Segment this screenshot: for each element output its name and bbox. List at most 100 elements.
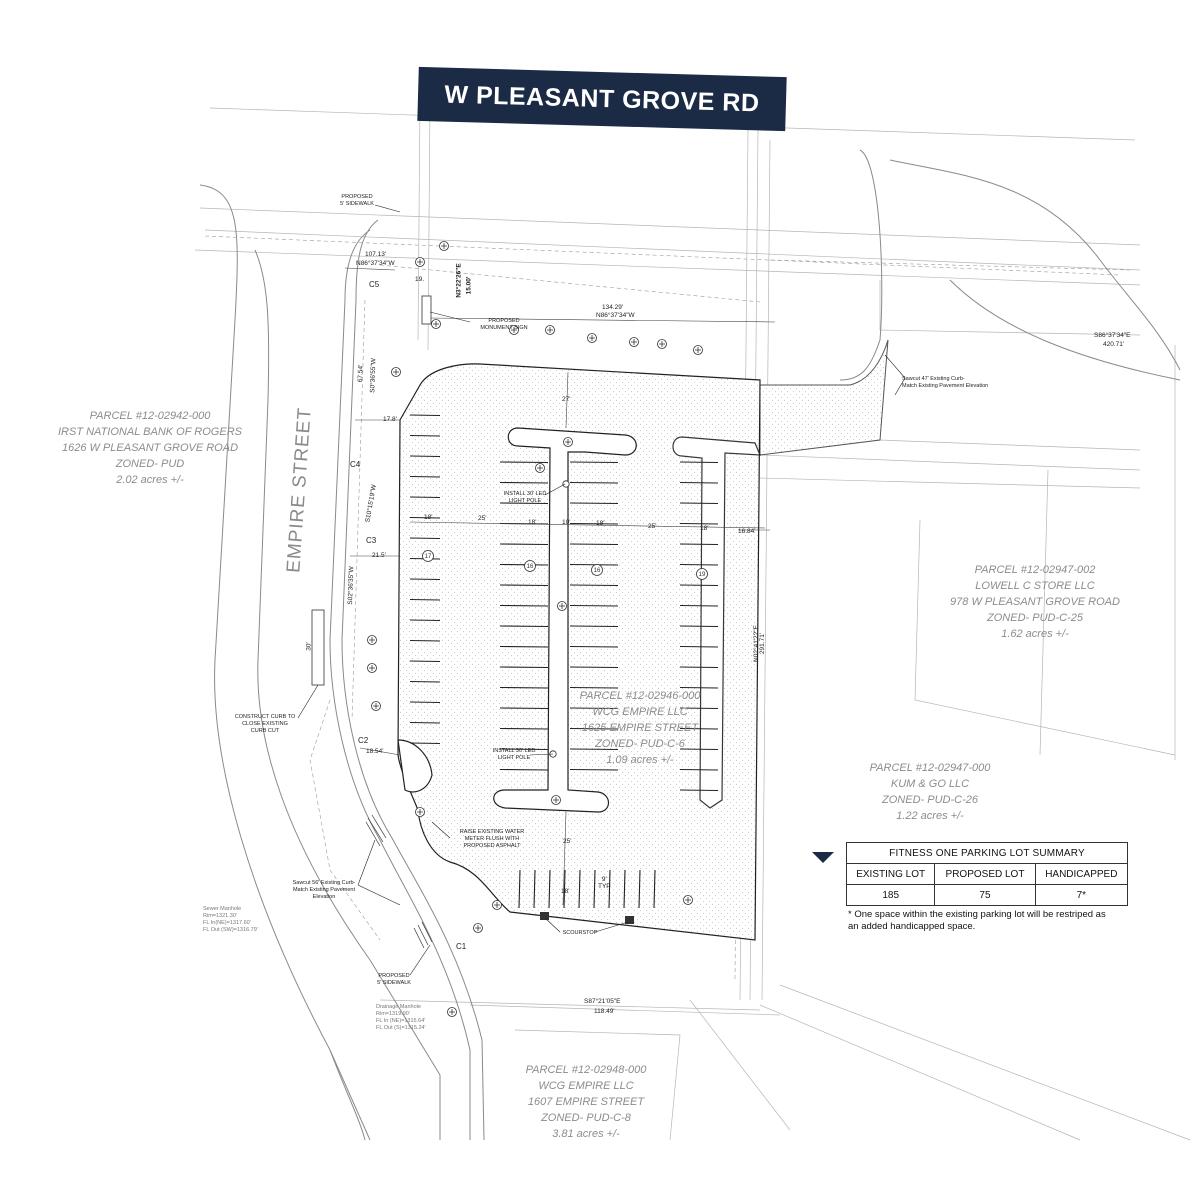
dim-17-8: 17.8' (383, 416, 397, 423)
stall-stripe (638, 869, 641, 909)
tree-icon-cross (369, 665, 375, 671)
summary-header: HANDICAPPED (1034, 863, 1129, 885)
dim-19: 19. (415, 276, 425, 283)
bearing-right: S86°37'34"E (1094, 332, 1131, 339)
summary-title: FITNESS ONE PARKING LOT SUMMARY (846, 842, 1128, 864)
parcel-line: ZONED- PUD-C-25 (987, 612, 1083, 624)
stall-stripe (409, 537, 441, 540)
parcel-line: 1.09 acres +/- (606, 754, 674, 766)
tree-icon-cross (537, 465, 543, 471)
parcel-line: WCG EMPIRE LLC (538, 1080, 634, 1092)
stall-stripe (679, 768, 719, 771)
stall-stripe (409, 578, 441, 581)
row-dim: 18' (528, 519, 537, 526)
note-led-pole-1: INSTALL 30' LED LIGHT POLE (503, 491, 547, 504)
parcel-line: PARCEL #12-02942-000 (89, 410, 211, 422)
stall-stripe (499, 768, 549, 771)
tree-icon-cross (631, 339, 637, 345)
parking-islands (397, 427, 761, 813)
parcel-line: ZONED- PUD-C-6 (595, 738, 685, 750)
stall-number: 17 (425, 554, 432, 560)
stall-number: 19 (699, 572, 706, 578)
parcel-line: 3.81 acres +/- (552, 1128, 620, 1140)
stall-stripe (679, 481, 719, 484)
tree-icon-cross (565, 439, 571, 445)
empire-street-curbs (199, 119, 1181, 1141)
bearing-s02: S02°36'35"W (346, 566, 356, 605)
note-drainage-manhole: Drainage Manhole Rim=1319.90' FL In (NE)… (376, 1004, 426, 1031)
note-proposed-sidewalk-top: PROPOSED 5' SIDEWALK (340, 194, 374, 207)
stall-stripe (679, 789, 719, 792)
stall-stripe (409, 475, 441, 478)
curve-c2: C2 (358, 736, 369, 745)
stall-stripe (563, 869, 566, 909)
parcel-line: PARCEL #12-02946-000 (579, 690, 701, 702)
stall-stripe (409, 434, 441, 437)
stall-stripe (569, 481, 619, 484)
dim-21-5: 21.5' (372, 552, 386, 559)
tree-icon-cross (553, 797, 559, 803)
note-monument-sign: PROPOSED MONUMENT SIGN (480, 318, 528, 331)
dim-9-typ: 9' TYP (598, 876, 611, 890)
stall-stripe (499, 563, 549, 566)
stall-stripe (569, 727, 619, 730)
stall-stripe (569, 543, 619, 546)
curve-c5: C5 (369, 280, 380, 289)
stall-stripe (533, 869, 536, 909)
stall-stripe (679, 666, 719, 669)
stall-stripe (569, 666, 619, 669)
construct-curb-box (311, 609, 325, 686)
dim-30: 30' (305, 642, 313, 651)
leader-lines (297, 204, 906, 976)
parcel-line: PARCEL #12-02948-000 (525, 1064, 647, 1076)
road-title-banner: W PLEASANT GROVE RD (417, 66, 787, 132)
parcel-line: 1.62 acres +/- (1001, 628, 1069, 640)
row-dim: 25' (478, 515, 487, 522)
stall-stripe (679, 563, 719, 566)
tree-icon-cross (659, 341, 665, 347)
note-sawcut-56: Sawcut 56' Existing Curb- Match Existing… (292, 880, 356, 900)
tree-icon-cross (511, 327, 517, 333)
bearing-s0: S0°36'55"W (369, 358, 378, 393)
stall-stripe (409, 639, 441, 642)
dim-118: 118.49' (594, 1008, 615, 1015)
tree-icon-cross (685, 897, 691, 903)
stall-stripe (593, 869, 596, 909)
parcel-line: 1626 W PLEASANT GROVE ROAD (61, 442, 239, 454)
stall-number-circles (422, 550, 708, 580)
parcel-label-wcg-1607: PARCEL #12-02948-000 WCG EMPIRE LLC 1607… (486, 1062, 686, 1142)
tree-icon-cross (449, 1009, 455, 1015)
parcel-line: PARCEL #12-02947-002 (974, 564, 1096, 576)
row-dim: 18' (424, 514, 433, 521)
parcel-line: ZONED- PUD-C-8 (541, 1112, 631, 1124)
tree-icon-cross (373, 703, 379, 709)
bearing-n3: N3°22'26"E (455, 263, 463, 298)
tree-icon-cross (369, 637, 375, 643)
sidewalk-stairs (365, 814, 433, 949)
stall-stripe (679, 748, 719, 751)
stall-stripe (569, 502, 619, 505)
parcel-line: IRST NATIONAL BANK OF ROGERS (58, 426, 242, 438)
stall-number: 16 (527, 564, 534, 570)
stall-stripe (679, 543, 719, 546)
stall-stripe (499, 748, 549, 751)
note-construct-curb: CONSTRUCT CURB TO CLOSE EXISTING CURB CU… (234, 714, 296, 734)
note-sewer-manhole: Sewer Manhole Rim=1321.30' FL In(NE)=131… (203, 906, 258, 933)
parcel-label-wcg-1625: PARCEL #12-02946-000 WCG EMPIRE LLC 1625… (540, 688, 740, 768)
parking-stall-stripes (409, 414, 719, 909)
parcel-line: 978 W PLEASANT GROVE ROAD (950, 596, 1120, 608)
tree-icon-cross (441, 243, 447, 249)
note-sawcut-47: Sawcut 47' Existing Curb- Match Existing… (902, 376, 989, 389)
parcel-line: 1.22 acres +/- (896, 810, 964, 822)
stall-stripe (679, 461, 719, 464)
stall-stripe (569, 604, 619, 607)
stall-stripe (569, 625, 619, 628)
stall-stripe (679, 707, 719, 710)
stall-stripe (409, 455, 441, 458)
property-lines (194, 99, 1191, 1141)
tree-symbols (367, 241, 703, 1017)
parcel-label-bank: PARCEL #12-02942-000 IRST NATIONAL BANK … (40, 408, 260, 488)
stall-stripe (409, 414, 441, 417)
tree-icon-cross (433, 321, 439, 327)
curve-c3: C3 (366, 536, 377, 545)
